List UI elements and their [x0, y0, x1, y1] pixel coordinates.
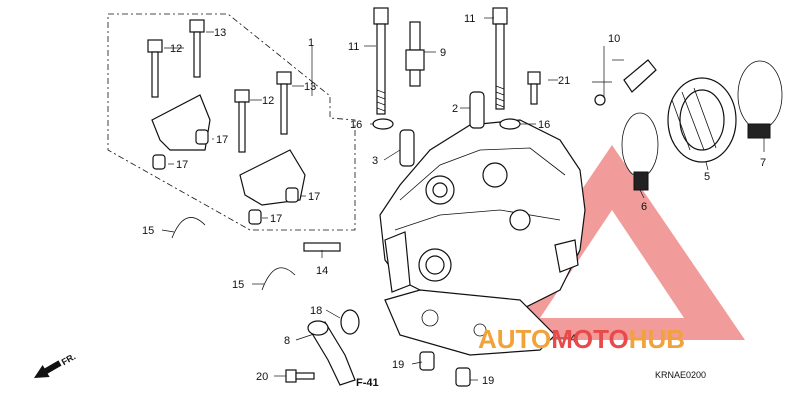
- dowel-17-b: [152, 154, 166, 170]
- bolt-11-right: [492, 7, 508, 110]
- seal-15-lower: [261, 267, 296, 291]
- watermark-text: AUTOMOTOHUB: [478, 324, 685, 354]
- callout-3: 3: [372, 155, 378, 167]
- dowel-17-d: [248, 209, 262, 225]
- callout-17-c: 17: [308, 191, 320, 203]
- watermark-part-moto: MOTO: [551, 324, 629, 354]
- callout-9: 9: [440, 47, 446, 59]
- o-ring-18: [340, 309, 360, 335]
- dowel-17-c: [285, 187, 299, 203]
- group-outline: [107, 13, 356, 231]
- stud-14: [303, 242, 341, 252]
- callout-2: 2: [452, 103, 458, 115]
- callout-5: 5: [704, 171, 710, 183]
- cylinder-head: [379, 119, 586, 311]
- bolt-12-mid: [234, 89, 250, 153]
- dowel-19-a: [419, 351, 435, 371]
- watermark-part-auto: AUTO: [478, 324, 551, 354]
- dowel-2: [469, 91, 485, 129]
- bolt-21: [527, 71, 541, 105]
- callout-17-a: 17: [216, 134, 228, 146]
- bolt-11-left: [373, 7, 389, 115]
- callout-15-upper: 15: [142, 225, 154, 237]
- washer-16-left: [372, 118, 394, 130]
- bolt-13-top: [189, 19, 205, 78]
- dowel-3: [399, 129, 415, 167]
- dowel-17-a: [195, 129, 209, 145]
- callout-labels: 1 2 3 4 5 6 7 8 9 10 11 11 12 12 13 13 1…: [142, 13, 766, 387]
- gasket: [384, 289, 556, 356]
- front-arrow: FR.: [34, 351, 78, 378]
- callout-21: 21: [558, 75, 570, 87]
- callout-10: 10: [608, 33, 620, 45]
- callout-19-a: 19: [392, 359, 404, 371]
- callout-17-b: 17: [176, 159, 188, 171]
- callout-8: 8: [284, 335, 290, 347]
- watermark-part-hub: HUB: [629, 324, 685, 354]
- washer-16-right: [499, 118, 521, 130]
- callout-11-right: 11: [464, 13, 475, 25]
- leader-lines: [161, 17, 765, 381]
- callout-17-d: 17: [270, 213, 282, 225]
- diagram-code: KRNAE0200: [655, 370, 706, 380]
- bolt-20: [285, 369, 315, 383]
- callout-18: 18: [310, 305, 322, 317]
- bolt-12-top: [147, 39, 163, 98]
- insulator-5: [667, 77, 737, 163]
- callout-12-top: 12: [170, 43, 182, 55]
- callout-7: 7: [760, 157, 766, 169]
- front-direction-label: FR.: [60, 351, 78, 367]
- clamp-6: [621, 112, 659, 191]
- callout-20: 20: [256, 371, 268, 383]
- callout-6: 6: [641, 201, 647, 213]
- callout-19-b: 19: [482, 375, 494, 387]
- bolt-13-mid: [276, 71, 292, 135]
- seal-15-upper: [171, 217, 206, 239]
- reference-label: F-41: [356, 377, 379, 389]
- callout-12-mid: 12: [262, 95, 274, 107]
- callout-14: 14: [316, 265, 328, 277]
- arrow-icon: [34, 360, 62, 378]
- callout-16-left: 16: [350, 119, 362, 131]
- callout-15-lower: 15: [232, 279, 244, 291]
- callout-13-mid: 13: [304, 81, 316, 93]
- sensor-10: [594, 59, 657, 106]
- callout-11-left: 11: [348, 41, 359, 53]
- callout-4: 4: [570, 333, 576, 345]
- callout-13-top: 13: [214, 27, 226, 39]
- callout-1: 1: [308, 37, 314, 49]
- water-joint-8: [307, 320, 356, 386]
- dowel-19-b: [455, 367, 471, 387]
- callout-16-right: 16: [538, 119, 550, 131]
- spark-plug: [405, 21, 425, 87]
- clamp-7: [737, 60, 783, 139]
